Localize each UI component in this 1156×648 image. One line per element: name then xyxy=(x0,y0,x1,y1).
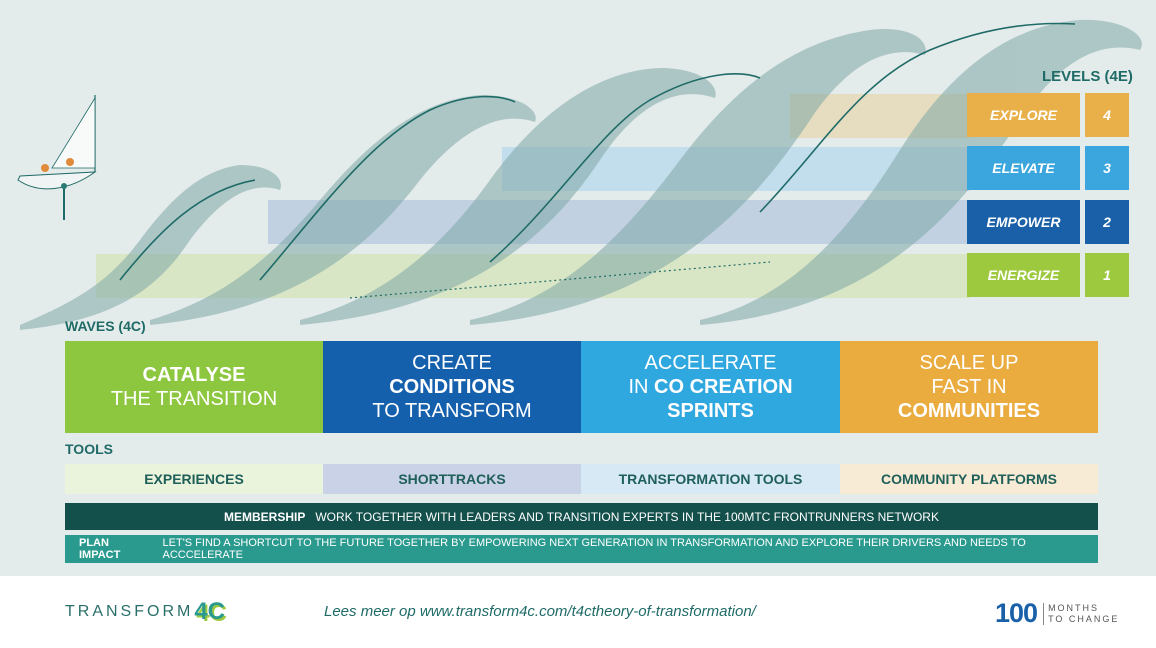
tool-experiences: EXPERIENCES xyxy=(65,464,323,494)
level-number-2: 2 xyxy=(1085,200,1129,244)
plan-impact-text: LET'S FIND A SHORTCUT TO THE FUTURE TOGE… xyxy=(162,537,1026,561)
wave-scale-up: SCALE UP FAST IN COMMUNITIES xyxy=(840,341,1098,433)
level-number-3: 3 xyxy=(1085,146,1129,190)
level-number-4: 4 xyxy=(1085,93,1129,137)
tool-community-platforms: COMMUNITY PLATFORMS xyxy=(840,464,1098,494)
waves-title: WAVES (4C) xyxy=(65,318,146,334)
website-link[interactable]: Lees meer op www.transform4c.com/t4ctheo… xyxy=(324,603,756,620)
wave-create-conditions: CREATE CONDITIONS TO TRANSFORM xyxy=(323,341,581,433)
level-elevate: ELEVATE xyxy=(967,146,1080,190)
tool-transformation-tools: TRANSFORMATION TOOLS xyxy=(581,464,840,494)
plan-impact-label: PLAN IMPACT xyxy=(79,537,121,561)
membership-bar: MEMBERSHIP WORK TOGETHER WITH LEADERS AN… xyxy=(65,503,1098,530)
membership-label: MEMBERSHIP xyxy=(224,509,306,524)
logo-mark-4c: 4C xyxy=(194,598,226,625)
tools-title: TOOLS xyxy=(65,441,113,457)
wave-accelerate: ACCELERATE IN CO CREATION SPRINTS xyxy=(581,341,840,433)
membership-text: WORK TOGETHER WITH LEADERS AND TRANSITIO… xyxy=(315,509,939,524)
diagram-panel: LEVELS (4E) EXPLORE 4 ELEVATE 3 EMPOWER … xyxy=(0,0,1156,576)
waves-illustration xyxy=(17,19,1142,330)
tool-shorttracks: SHORTTRACKS xyxy=(323,464,581,494)
level-number-1: 1 xyxy=(1085,253,1129,297)
sailboat-icon xyxy=(17,95,97,220)
level-explore: EXPLORE xyxy=(967,93,1080,137)
level-empower: EMPOWER xyxy=(967,200,1080,244)
plan-impact-bar: PLAN IMPACT LET'S FIND A SHORTCUT TO THE… xyxy=(65,535,1098,563)
level-energize: ENERGIZE xyxy=(967,253,1080,297)
levels-title: LEVELS (4E) xyxy=(1042,68,1133,85)
100-months-logo: 100 MONTHS TO CHANGE xyxy=(995,598,1120,628)
wave-catalyse: CATALYSE THE TRANSITION xyxy=(65,341,323,433)
transform4c-logo: TRANSFORM 4C xyxy=(65,598,226,625)
